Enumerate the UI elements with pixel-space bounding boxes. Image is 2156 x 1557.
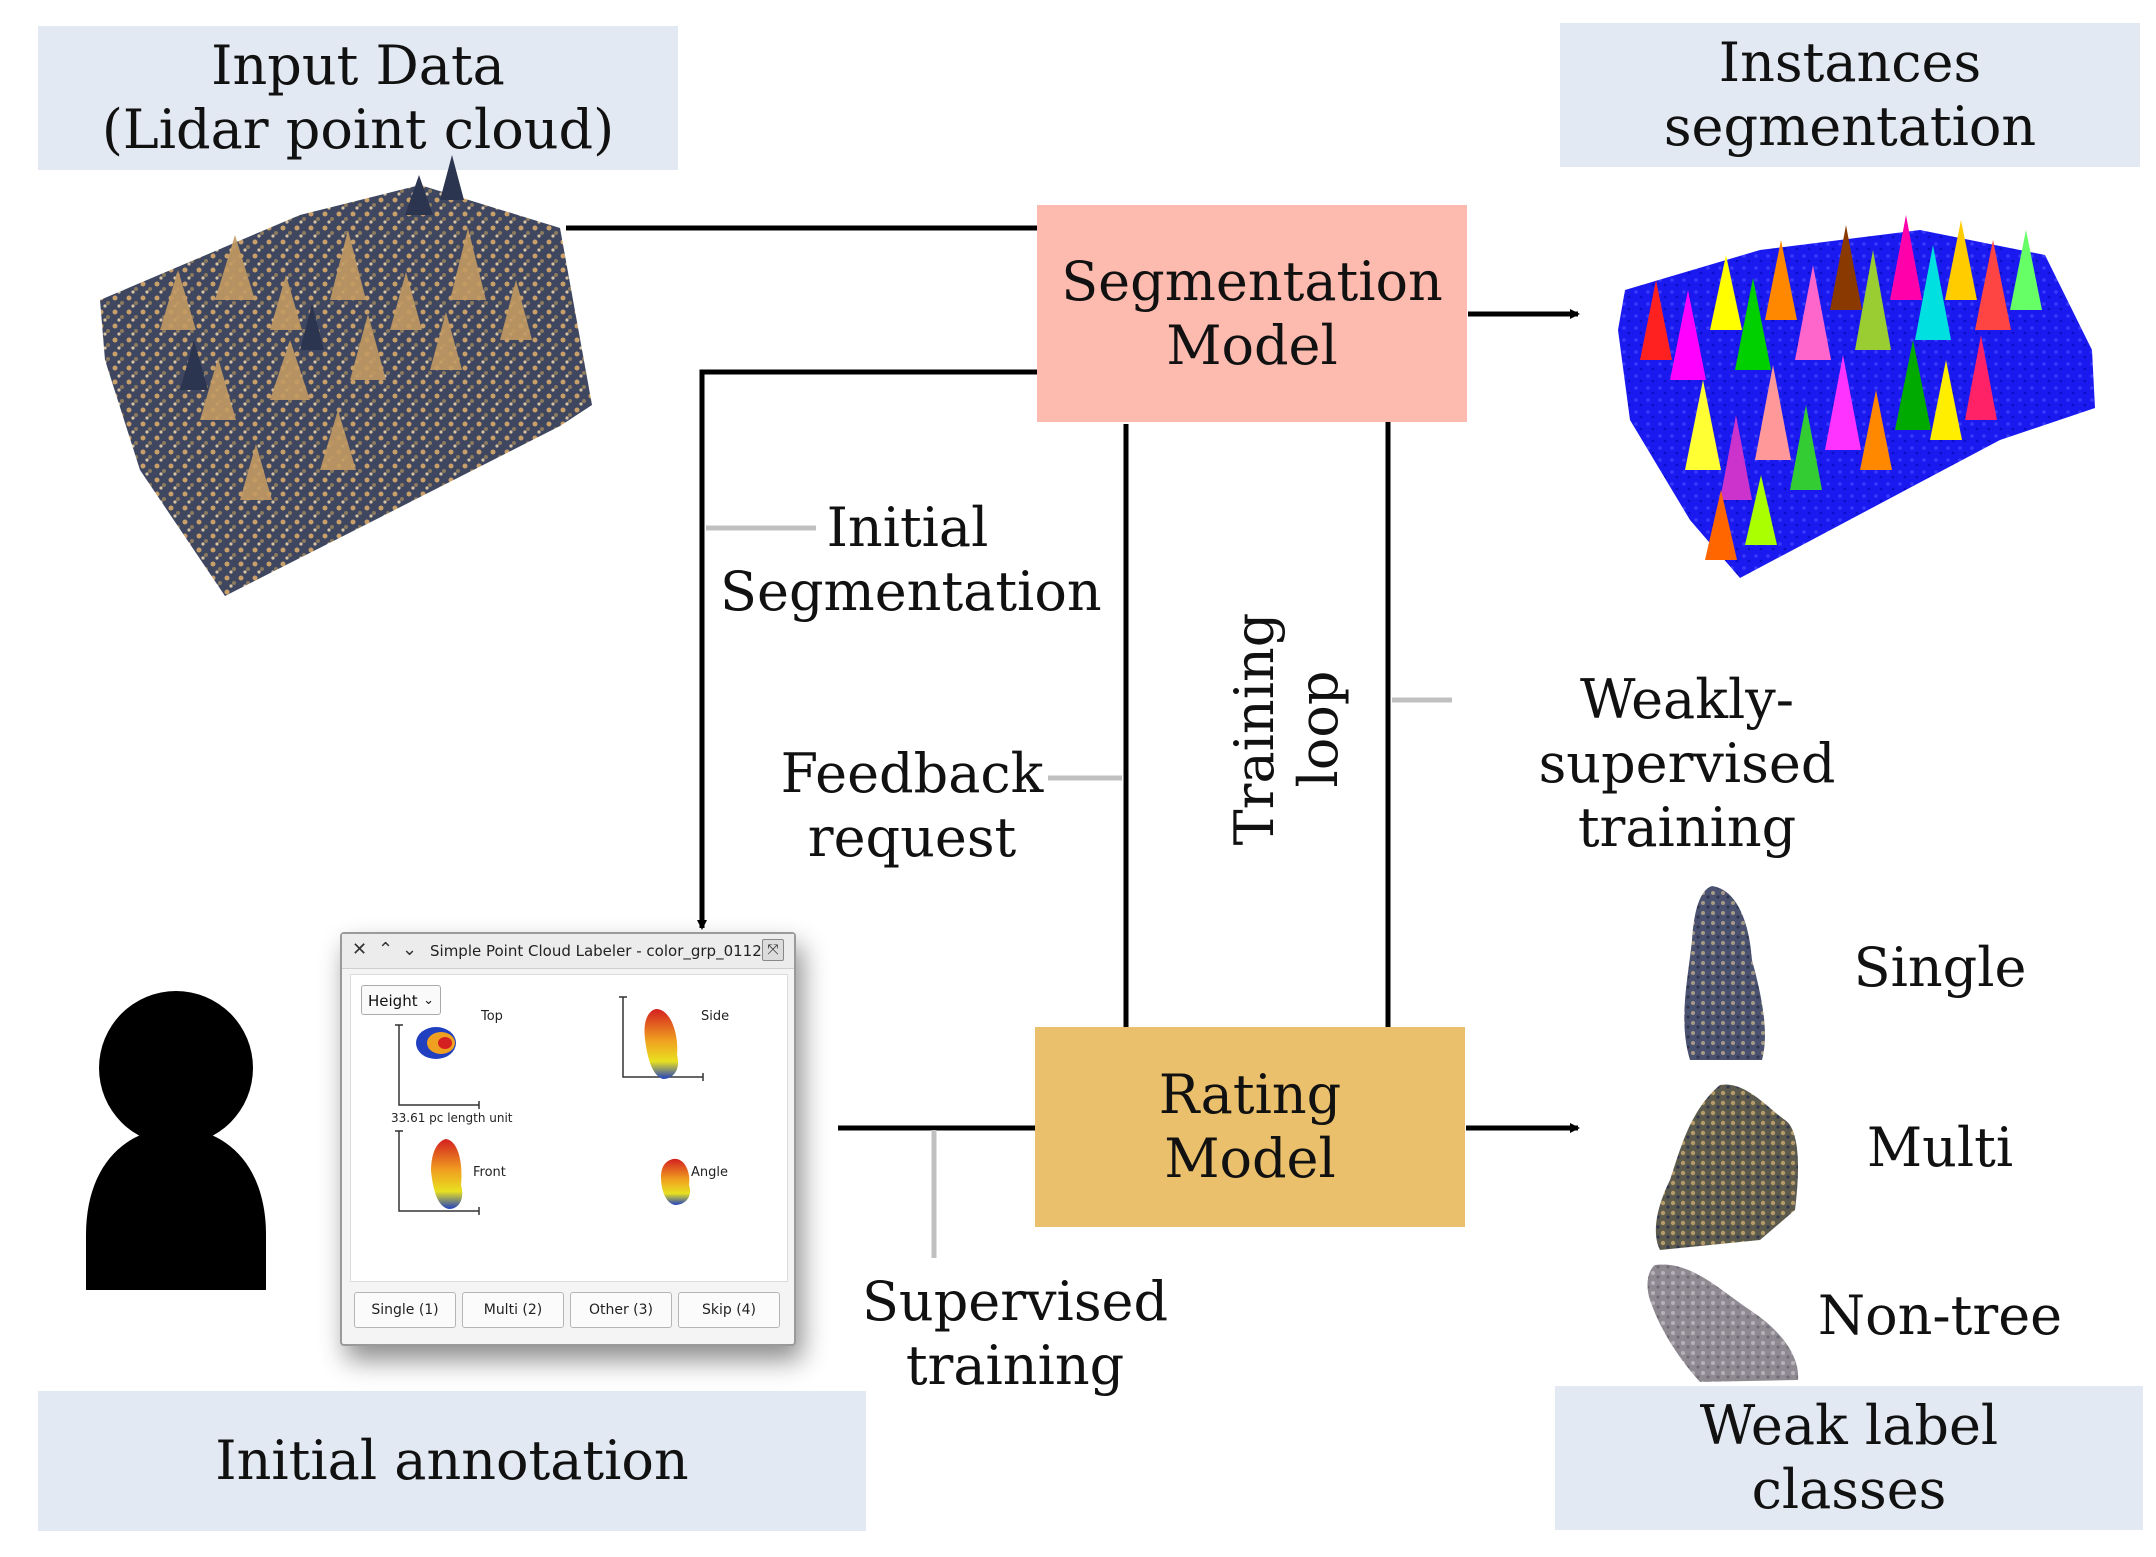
label-training-loop: Training loop (1223, 612, 1350, 846)
scale-readout: 33.61 pc length unit (391, 1111, 513, 1125)
input-data-panel: Input Data (Lidar point cloud) (38, 26, 678, 170)
labeler-view-plots (395, 996, 704, 1215)
chevron-down-icon[interactable]: ⌄ (402, 939, 418, 960)
chevron-up-icon[interactable]: ⌃ (378, 939, 394, 960)
segmentation-model-box: Segmentation Model (1037, 205, 1467, 422)
angle-view-cloud (661, 1158, 691, 1205)
label-initial-segmentation: Initial Segmentation (720, 496, 1102, 623)
skip-button[interactable]: Skip (4) (678, 1292, 780, 1328)
labeler-title-bar: ✕ ⌃ ⌄ Simple Point Cloud Labeler - color… (342, 934, 794, 969)
other-button[interactable]: Other (3) (570, 1292, 672, 1328)
view-label-top: Top (481, 1009, 503, 1024)
view-label-front: Front (473, 1165, 506, 1180)
side-view-cloud (644, 1009, 679, 1079)
leader-lines (706, 525, 1452, 1258)
color-mode-value: Height (368, 992, 418, 1010)
view-label-side: Side (701, 1009, 730, 1024)
initial-annotation-panel: Initial annotation (38, 1391, 866, 1531)
class-label-multi: Multi (1866, 1116, 2014, 1179)
person-silhouette-icon (86, 991, 266, 1290)
labeler-window-title: Simple Point Cloud Labeler - color_grp_0… (430, 942, 781, 960)
labeler-views-area: Height ⌄ Top Side Front Angle 33.61 pc l… (350, 974, 788, 1282)
arrows (566, 223, 1580, 1133)
pin-icon[interactable]: ⤧ (762, 939, 784, 961)
class-label-single: Single (1853, 936, 2027, 999)
chevron-down-icon: ⌄ (423, 993, 434, 1008)
close-icon[interactable]: ✕ (352, 939, 368, 960)
label-weakly-supervised-training: Weakly-supervised training (1538, 668, 1836, 859)
non-tree-cloud (1647, 1264, 1799, 1382)
instances-point-cloud (1618, 215, 2095, 578)
color-mode-dropdown[interactable]: Height ⌄ (361, 985, 441, 1015)
weak-label-classes-panel: Weak label classes (1555, 1386, 2143, 1530)
view-label-angle: Angle (691, 1165, 728, 1180)
single-tree-cloud (1684, 886, 1765, 1060)
class-label-non-tree: Non-tree (1817, 1284, 2063, 1347)
multi-tree-cloud (1655, 1084, 1798, 1250)
single-button[interactable]: Single (1) (354, 1292, 456, 1328)
instances-segmentation-panel: Instances segmentation (1560, 23, 2140, 167)
label-feedback-request: Feedback request (780, 742, 1044, 869)
multi-button[interactable]: Multi (2) (462, 1292, 564, 1328)
labeler-window: ✕ ⌃ ⌄ Simple Point Cloud Labeler - color… (340, 932, 796, 1346)
arrow-segmentation-to-labeler (697, 369, 1037, 930)
front-view-cloud (431, 1139, 463, 1209)
top-view-cloud (416, 1027, 456, 1059)
input-point-cloud (100, 155, 592, 596)
rating-model-box: Rating Model (1035, 1027, 1465, 1227)
label-supervised-training: Supervised training (861, 1270, 1169, 1397)
